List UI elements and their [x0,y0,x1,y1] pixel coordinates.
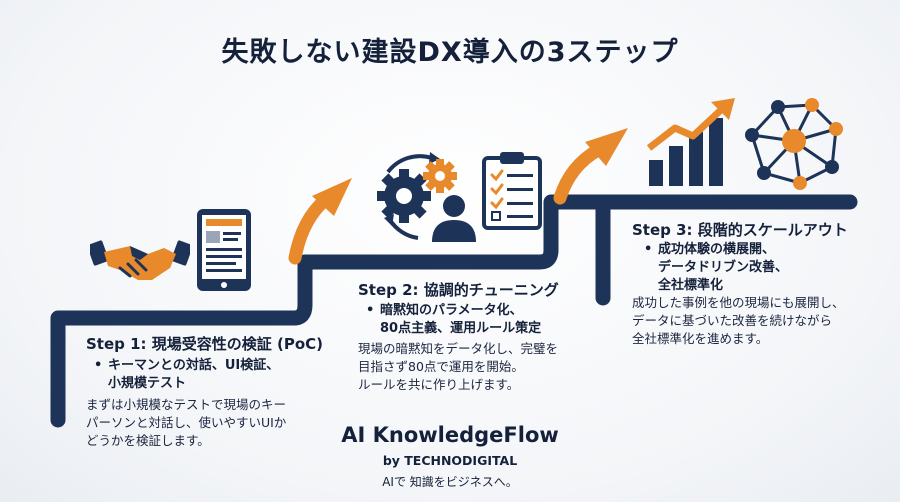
step-1-bullets: キーマンとの対話、UI検証、 小規模テスト [92,357,322,393]
step-3-desc-line-1: 成功した事例を他の現場にも展開し、 [632,295,845,310]
step-1-desc-line-3: どうかを検証します。 [86,433,210,448]
step-1-description: まずは小規模なテストで現場のキー パーソンと対話し、使いやすいUIか どうかを検… [86,396,286,450]
step-2-bullets: 暗黙知のパラメータ化、 80点主義、運用ルール策定 [364,302,594,338]
growth-arrow-2-head [585,128,628,166]
staircase-path [50,194,858,428]
list-item: 暗黙知のパラメータ化、 80点主義、運用ルール策定 [364,302,594,338]
growth-arrow-1-head [312,178,352,216]
step-2-desc-line-3: ルールを共に作り上げます。 [358,377,520,392]
step-3-bullet-line-3: 全社標準化 [658,278,724,293]
step-2-bullet-line-1: 暗黙知のパラメータ化、 [380,303,523,318]
step-1-desc-line-2: パーソンと対話し、使いやすいUIか [86,415,287,430]
step-1-desc-line-1: まずは小規模なテストで現場のキー [86,397,287,412]
tablet-icon [197,209,251,291]
growth-arrow-1 [288,193,332,265]
step-2-description: 現場の暗黙知をデータ化し、完璧を 目指さず80点で運用を開始。 ルールを共に作り… [358,340,558,394]
step-3-desc-line-3: 全社標準化を進めます。 [632,331,769,346]
gears-person-icon [377,152,476,242]
checklist-icon [482,152,542,230]
handshake-icon [90,240,190,280]
step-3-bullets: 成功体験の横展開、 データドリブン改善、 全社標準化 [642,241,862,295]
brand-tagline: AIで 知識をビジネスへ。 [382,475,518,489]
step-3-description: 成功した事例を他の現場にも展開し、 データに基づいた改善を続けながら 全社標準化… [632,294,845,348]
step-3-bullet-line-2: データドリブン改善、 [658,260,789,275]
bar-chart-icon [646,98,735,186]
step-1-bullet-line-1: キーマンとの対話、UI検証、 [108,358,280,373]
step-1-heading: Step 1: 現場受容性の検証 (PoC) [86,335,324,353]
list-item: 成功体験の横展開、 データドリブン改善、 全社標準化 [642,241,862,295]
brand-by: by TECHNODIGITAL [382,453,518,468]
step-3-heading: Step 3: 段階的スケールアウト [632,221,848,239]
step-2-desc-line-1: 現場の暗黙知をデータ化し、完璧を [358,341,559,356]
step-1-bullet-line-2: 小規模テスト [108,376,187,391]
step-2-bullet-line-2: 80点主義、運用ルール策定 [380,321,542,336]
page-title: 失敗しない建設DX導入の3ステップ [221,37,679,68]
step-2-heading: Step 2: 協調的チューニング [358,281,559,299]
brand-name: AI KnowledgeFlow [341,423,559,447]
growth-arrow-2 [553,143,605,205]
step-2-desc-line-2: 目指さず80点で運用を開始。 [358,359,524,374]
step-3-bullet-line-1: 成功体験の横展開、 [658,242,776,257]
network-icon [745,98,843,190]
step-3-desc-line-2: データに基づいた改善を続けながら [632,313,833,328]
list-item: キーマンとの対話、UI検証、 小規模テスト [92,357,322,393]
